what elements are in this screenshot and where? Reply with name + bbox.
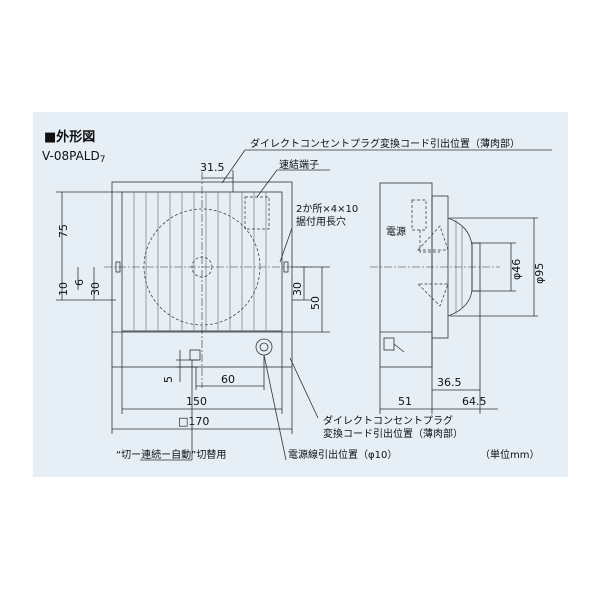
dim-75: 75 [57, 224, 70, 238]
dim-10: 10 [57, 282, 70, 296]
front-dimension-lines: 31.5 75 10 6 30 30 50 5 60 [56, 161, 330, 434]
callout-leaders [140, 149, 552, 461]
callout-mount-hole-2: 据付用長穴 [296, 215, 346, 228]
dim-64-5: 64.5 [462, 395, 487, 408]
side-dimension-lines: φ46 φ95 51 36.5 64.5 [379, 217, 546, 414]
dim-5: 5 [162, 376, 175, 383]
callout-terminal: 速結端子 [279, 158, 319, 171]
callout-mount-hole-1: 2か所×4×10 [296, 203, 358, 215]
terminal-block [244, 196, 270, 230]
callout-switch: “切ー連続ー自動”切替用 [116, 448, 226, 461]
dim-6: 6 [73, 279, 86, 286]
switch-knob [189, 349, 201, 361]
dim-31-5: 31.5 [200, 161, 225, 174]
louver-slats [133, 192, 267, 331]
side-power-label: 電源 [386, 225, 406, 238]
dim-36-5: 36.5 [437, 376, 462, 389]
dim-170: □170 [178, 415, 209, 428]
callout-power-cable: 電源線引出位置（φ10） [288, 448, 397, 461]
dim-150: 150 [186, 395, 207, 408]
dim-phi46: φ46 [510, 259, 523, 280]
dim-30-right: 30 [291, 282, 304, 296]
callout-direct-bottom-2: 変換コード引出位置（薄肉部） [323, 427, 463, 440]
callout-direct-bottom-1: ダイレクトコンセントプラグ [323, 414, 453, 427]
front-view [104, 172, 312, 388]
side-view [370, 182, 500, 368]
dim-30-left: 30 [89, 282, 102, 296]
power-cable-hole [255, 338, 273, 356]
unit-label: （単位mm） [480, 448, 539, 461]
model-number: V-08PALD7 [42, 149, 105, 165]
side-body [379, 182, 433, 368]
dim-phi95: φ95 [533, 263, 546, 284]
drawing-title: ■外形図 [44, 129, 95, 145]
dim-60: 60 [221, 373, 235, 386]
callout-direct-top: ダイレクトコンセントプラグ変換コード引出位置（薄肉部） [250, 137, 520, 150]
dim-50: 50 [309, 296, 322, 310]
dim-51: 51 [398, 395, 412, 408]
hidden-power-plug [411, 199, 427, 231]
